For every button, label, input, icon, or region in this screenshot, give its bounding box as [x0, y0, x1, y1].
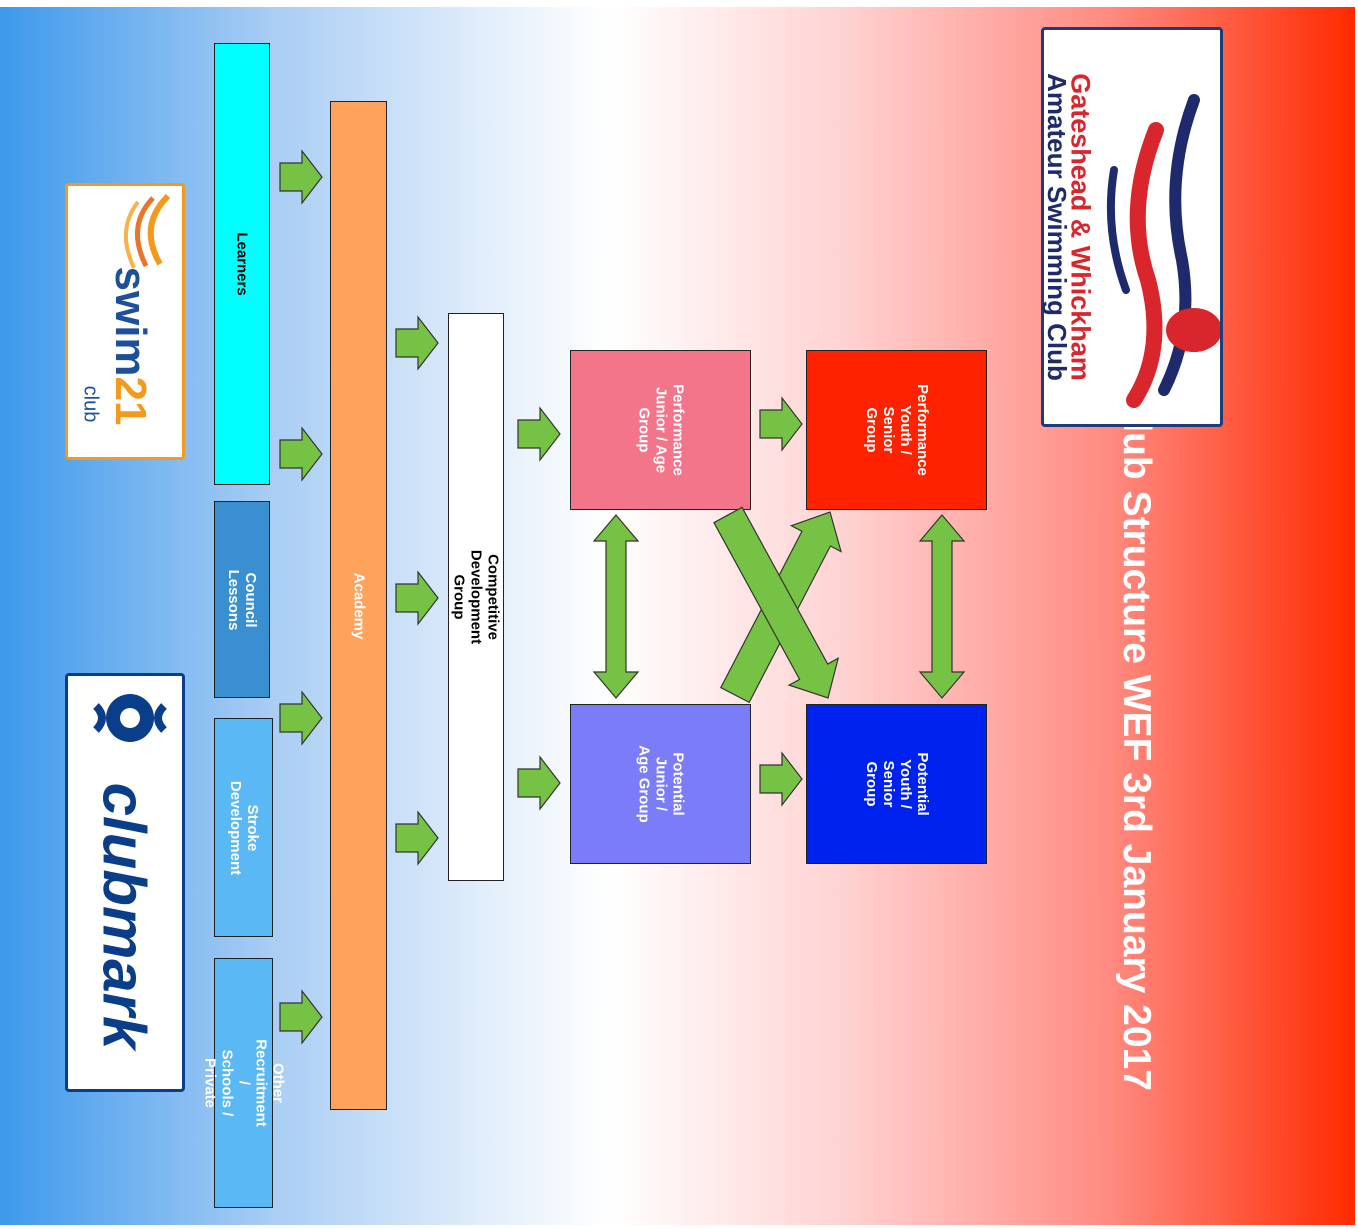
arrow-academy-cdg-1	[395, 315, 439, 371]
arrow-academy-cdg-2	[395, 570, 439, 626]
academy-box: Academy	[330, 101, 387, 1110]
other-recruitment-box: Other Recruitment / Schools / Private	[201, 958, 286, 1208]
arrow-perf-junior-pot-youth	[713, 506, 840, 699]
arrow-council-academy	[279, 690, 323, 746]
stroke-development-box: Stroke Development	[214, 718, 273, 937]
potential-youth-box: Potential Youth / Senior Group	[806, 704, 987, 864]
arrow-pot-junior-pot-youth	[759, 751, 803, 807]
performance-youth-box: Performance Youth / Senior Group	[806, 350, 987, 510]
clubmark-figure-icon	[93, 694, 167, 742]
arrow-perf-youth-pot-youth	[918, 514, 966, 699]
potential-junior-box: Potential Junior / Age Group	[570, 704, 751, 864]
swim21-logo: swim21 club	[65, 183, 185, 460]
arrow-cdg-perf-junior	[517, 406, 561, 462]
arrow-cdg-pot-junior	[517, 755, 561, 811]
council-lessons-box: Council Lessons	[214, 501, 270, 698]
swim21-wave-icon	[123, 193, 171, 269]
arrow-academy-cdg-3	[395, 810, 439, 866]
clubmark-logo: clubmark	[65, 673, 185, 1092]
arrow-perf-junior-pot-junior	[592, 514, 640, 699]
arrow-learners-academy-2	[279, 426, 323, 482]
swimmer-emblem-icon	[1106, 94, 1220, 408]
arrow-other-academy	[279, 989, 323, 1045]
arrow-perf-junior-perf-youth	[759, 396, 803, 452]
competitive-development-group-box: Competitive Development Group	[448, 313, 504, 881]
learners-box: Learners	[214, 43, 270, 485]
performance-junior-box: Performance Junior / Age Group	[570, 350, 751, 510]
arrow-learners-academy-1	[279, 149, 323, 205]
gateshead-whickham-logo: Gateshead & Whickham Amateur Swimming Cl…	[1041, 27, 1223, 427]
